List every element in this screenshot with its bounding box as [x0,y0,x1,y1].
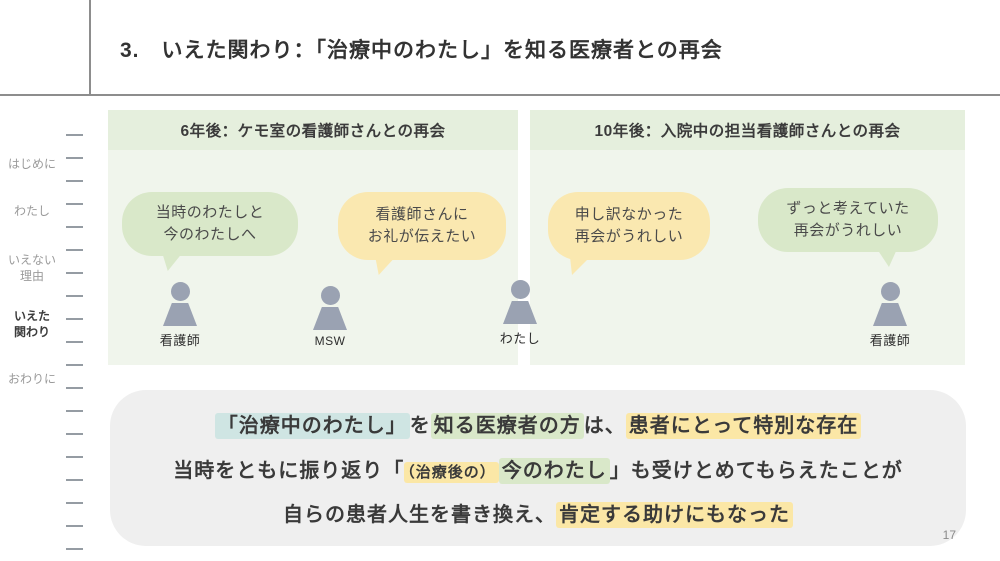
ruler-tick [66,456,83,458]
summary-segment: を [409,415,431,438]
person-icon [313,307,347,330]
ruler-tick [66,203,83,205]
person-icon [873,303,907,326]
title-divider [0,94,1000,96]
speech-bubble-then-now: 当時のわたしと 今のわたしへ [122,192,298,271]
summary-segment: 当時をともに振り返り「 [173,459,405,482]
page-number: 17 [942,528,956,542]
ruler-tick [66,410,83,412]
ruler-tick [66,387,83,389]
ruler-tick [66,272,83,274]
speech-bubble-thanks: 看護師さんに お礼が伝えたい [338,192,506,275]
summary-segment: 患者にとって特別な存在 [625,413,862,440]
ruler-tick [66,226,83,228]
summary-segment: 」も受けとめてもらえたことが [609,459,903,482]
person-nurse-right: 看護師 [866,282,914,349]
person-label: 看護師 [159,333,201,348]
top-vertical-divider [89,0,91,95]
page-title: 3. いえた関わり：「治療中のわたし」を知る医療者との再会 [120,39,723,62]
speech-bubble-tail [877,249,899,267]
person-icon [880,282,900,301]
person-watashi: わたし [496,280,544,347]
speech-bubble-text: 当時のわたしと 今のわたしへ [155,204,265,243]
person-msw: MSW [306,286,354,348]
summary-box: 「治療中のわたし」を知る医療者の方は、患者にとって特別な存在 当時をともに振り返… [110,390,966,546]
ruler-tick [66,341,83,343]
speech-bubble-text: 看護師さんに お礼が伝えたい [367,206,477,245]
person-icon [510,280,530,299]
person-icon [320,286,340,305]
person-nurse-left: 看護師 [156,282,204,349]
ruler-tick [66,295,83,297]
summary-line-3: 自らの患者人生を書き換え、肯定する助けにもなった [134,498,942,528]
ruler-tick [66,364,83,366]
summary-segment: 自らの患者人生を書き換え、 [283,503,556,526]
person-label: MSW [314,334,346,348]
ruler-tick [66,318,83,320]
ruler-tick [66,433,83,435]
person-label: 看護師 [869,333,911,348]
summary-segment: は、 [583,415,626,438]
summary-segment: 「治療中のわたし」 [214,413,410,440]
panel-10years-header: 10年後：入院中の担当看護師さんとの再会 [530,110,965,150]
ruler-tick [66,548,83,550]
ruler-tick [66,249,83,251]
summary-segment: 知る医療者の方 [430,413,584,440]
sidebar-item-ieta-kakawari[interactable]: いえた 関わり [13,309,50,339]
summary-segment: （治療後の） [404,461,499,483]
person-icon [163,303,197,326]
sidebar-item-owarini[interactable]: おわりに [7,372,56,386]
ruler-tick [66,479,83,481]
summary-segment: 今のわたし [498,457,610,484]
summary-segment: 肯定する助けにもなった [556,501,793,528]
speech-bubble-sorry: 申し訳なかった 再会がうれしい [548,192,710,275]
speech-bubble-thinking: ずっと考えていた 再会がうれしい [758,188,938,267]
ruler-tick [66,502,83,504]
speech-bubble-text: 申し訳なかった 再会がうれしい [574,206,684,245]
speech-bubble-text: ずっと考えていた 再会がうれしい [786,200,910,239]
summary-line-2: 当時をともに振り返り「（治療後の）今のわたし」も受けとめてもらえたことが [134,454,942,484]
ruler-tick [66,134,83,136]
sidebar-item-watashi[interactable]: わたし [13,204,50,218]
sidebar-item-ienai-riyuu[interactable]: いえない 理由 [7,253,56,283]
summary-line-1: 「治療中のわたし」を知る医療者の方は、患者にとって特別な存在 [134,409,942,440]
ruler-tick [66,157,83,159]
sidebar-item-hajimeni[interactable]: はじめに [7,157,56,171]
panel-6years-header: 6年後：ケモ室の看護師さんとの再会 [108,110,518,150]
person-icon [170,282,190,301]
person-icon [503,301,537,324]
ruler-tick [66,180,83,182]
person-label: わたし [499,331,541,346]
ruler-tick [66,525,83,527]
